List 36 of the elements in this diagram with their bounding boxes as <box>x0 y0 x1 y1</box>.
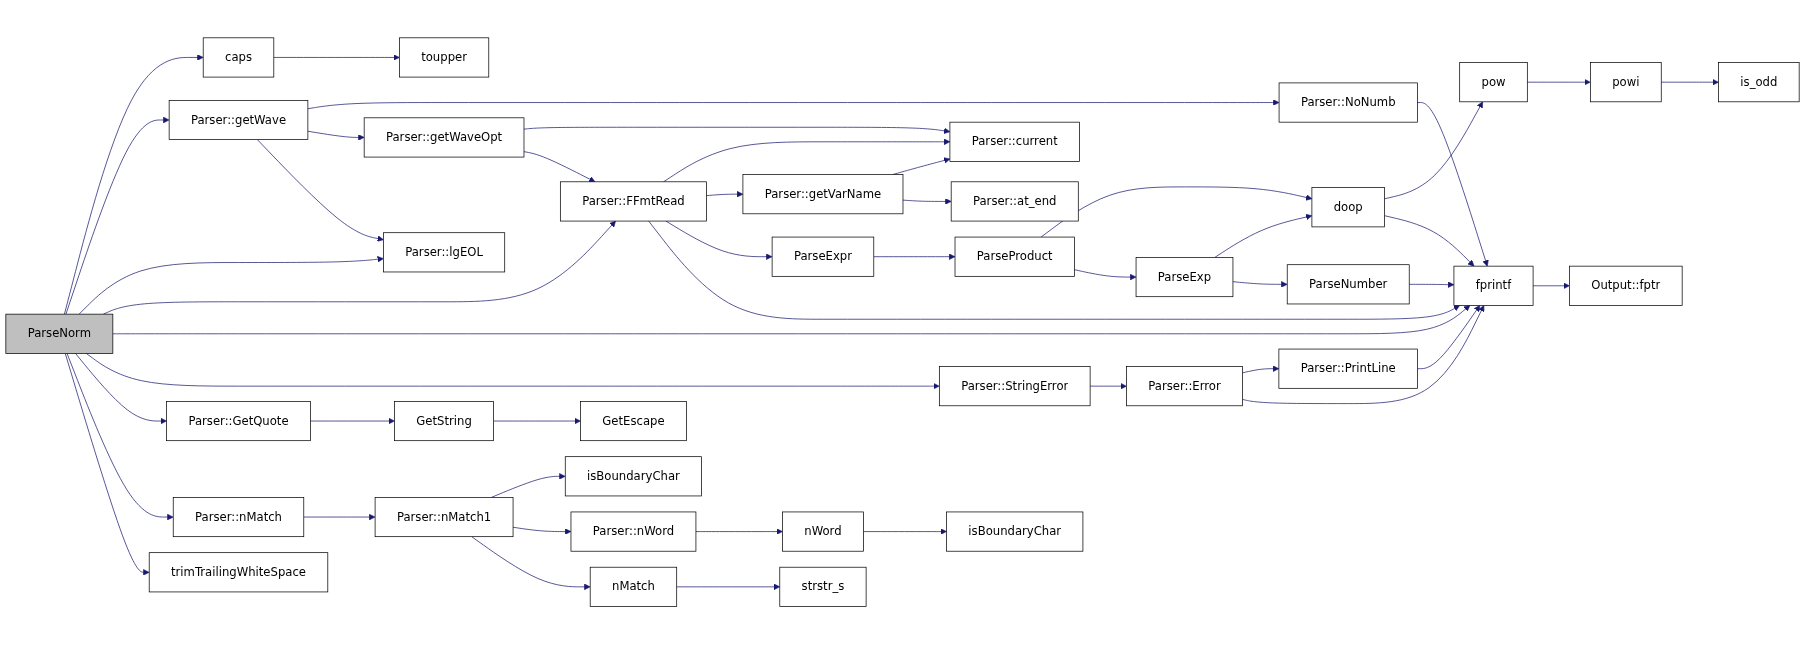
node-box: Parser::getVarName <box>742 174 904 215</box>
node-box: Parser::GetQuote <box>166 401 311 442</box>
node-box: ParseNorm <box>5 314 114 355</box>
node-box: doop <box>1311 187 1385 228</box>
node-box: isBoundaryChar <box>564 456 702 497</box>
node-box: ParseNumber <box>1286 264 1410 305</box>
node-box: GetEscape <box>580 401 687 442</box>
node-box: Parser::NoNumb <box>1278 82 1418 123</box>
node-box: Parser::nMatch1 <box>374 497 514 538</box>
node-box: ParseProduct <box>954 237 1075 278</box>
node-box: Parser::FFmtRead <box>560 181 707 222</box>
node-box: nMatch <box>589 567 678 608</box>
node-box: ParseExp <box>1135 257 1234 298</box>
node-box: ParseExpr <box>771 237 875 278</box>
node-box: fprintf <box>1453 266 1534 307</box>
node-box: Parser::lgEOL <box>383 232 506 273</box>
node-box: trimTrailingWhiteSpace <box>148 552 329 593</box>
node-box: toupper <box>399 37 490 78</box>
node-box: Parser::nWord <box>570 511 697 552</box>
node-box: isBoundaryChar <box>946 511 1084 552</box>
node-box: Parser::nMatch <box>172 497 305 538</box>
node-box: Parser::StringError <box>939 366 1091 407</box>
node-box: caps <box>202 37 275 78</box>
node-box: is_odd <box>1718 62 1800 103</box>
node-box: Parser::getWave <box>168 100 309 141</box>
node-box: Parser::PrintLine <box>1278 349 1418 390</box>
node-box: Parser::getWaveOpt <box>363 117 525 158</box>
node-box: Parser::Error <box>1126 366 1243 407</box>
node-box: pow <box>1459 62 1528 103</box>
node-box: Parser::at_end <box>950 181 1079 222</box>
node-box: Parser::current <box>949 122 1080 163</box>
node-box: strstr_s <box>779 567 867 608</box>
node-box: GetString <box>394 401 494 442</box>
node-box: powi <box>1590 62 1662 103</box>
node-box: nWord <box>782 511 864 552</box>
node-box: Output::fptr <box>1569 266 1683 307</box>
